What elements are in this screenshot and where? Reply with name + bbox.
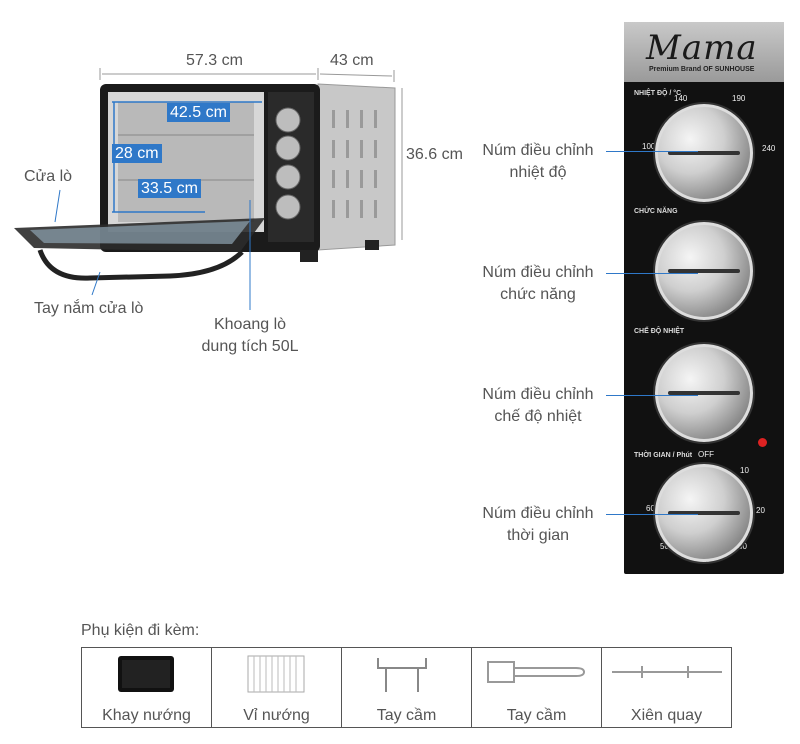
brand-logo: Mama — [646, 28, 758, 68]
accessory-label: Khay nướng — [102, 707, 191, 724]
rotisserie-handle-icon — [487, 661, 586, 683]
temperature-knob[interactable] — [655, 104, 753, 202]
timer-label: THỜI GIAN / Phút — [634, 452, 693, 459]
door-label: Cửa lò — [24, 168, 73, 185]
callout-line2: chức năng — [500, 286, 576, 303]
handle-label: Tay nắm cửa lò — [34, 300, 144, 317]
accessory-tray-handle: Tay cầm — [342, 648, 472, 727]
control-panel: Mama Premium Brand OF SUNHOUSE NHIỆT ĐỘ … — [624, 22, 784, 574]
heat-leader-line — [606, 395, 698, 396]
indicator-light — [758, 438, 767, 447]
callout-line1: Núm điều chỉnh — [482, 264, 594, 281]
skewer-icon — [612, 666, 722, 678]
cavity-label: Khoang lò dung tích 50L — [190, 314, 310, 358]
temp-mark: 240 — [762, 144, 776, 153]
timer-mark: 20 — [756, 506, 765, 515]
tray-handle-icon — [377, 658, 427, 692]
callout-line2: thời gian — [506, 527, 570, 544]
cavity-label-line2: dung tích 50L — [201, 338, 299, 355]
function-knob[interactable] — [655, 222, 753, 320]
timer-mark: OFF — [698, 450, 714, 459]
accessory-label: Tay cầm — [376, 707, 437, 724]
accessory-grill-rack: Vỉ nướng — [212, 648, 342, 727]
accessory-label: Vỉ nướng — [243, 707, 310, 724]
temp-label: NHIỆT ĐỘ / °C — [634, 90, 682, 97]
accessory-baking-tray: Khay nướng — [82, 648, 212, 727]
accessory-skewer: Xiên quay — [602, 648, 731, 727]
baking-tray-icon — [118, 656, 174, 692]
callout-line1: Núm điều chỉnh — [482, 386, 594, 403]
height-dimension: 36.6 cm — [406, 146, 463, 163]
accessory-rotisserie-handle: Tay cầm — [472, 648, 602, 727]
accessory-label: Xiên quay — [630, 707, 703, 724]
callout-line2: chế độ nhiệt — [494, 408, 582, 425]
callout-line1: Núm điều chỉnh — [482, 142, 594, 159]
accessory-label: Tay cầm — [506, 707, 567, 724]
accessories-title: Phụ kiện đi kèm: — [81, 622, 200, 639]
brand-subtitle: Premium Brand OF SUNHOUSE — [649, 66, 755, 73]
accessories-table: Khay nướng Vỉ nướng Tay cầm Tay cầm Xiên… — [81, 647, 732, 728]
callout-line2: nhiệt độ — [509, 164, 567, 181]
grill-rack-icon — [247, 655, 305, 693]
timer-mark: 50 — [660, 542, 669, 551]
function-label: CHỨC NĂNG — [634, 208, 678, 215]
function-knob-callout: Núm điều chỉnh chức năng — [468, 262, 608, 306]
temp-knob-callout: Núm điều chỉnh nhiệt độ — [468, 140, 608, 184]
timer-knob[interactable] — [655, 464, 753, 562]
temp-mark: 190 — [732, 94, 746, 103]
function-leader-line — [606, 273, 698, 274]
width-dimension: 57.3 cm — [186, 52, 243, 69]
timer-knob-callout: Núm điều chỉnh thời gian — [468, 503, 608, 547]
inner-height-badge: 28 cm — [112, 144, 162, 163]
temp-mark: 100 — [642, 142, 656, 151]
callout-line1: Núm điều chỉnh — [482, 505, 594, 522]
inner-depth-badge: 33.5 cm — [138, 179, 201, 198]
panel-header: Mama Premium Brand OF SUNHOUSE — [624, 22, 784, 82]
heat-knob-callout: Núm điều chỉnh chế độ nhiệt — [468, 384, 608, 428]
heat-mode-label: CHẾ ĐỘ NHIỆT — [634, 328, 685, 335]
timer-mark: 10 — [740, 466, 749, 475]
timer-leader-line — [606, 514, 698, 515]
timer-mark: 60 — [646, 504, 655, 513]
depth-dimension: 43 cm — [330, 52, 374, 69]
temp-mark: 140 — [674, 94, 688, 103]
cavity-label-line1: Khoang lò — [213, 316, 287, 333]
temp-leader-line — [606, 151, 698, 152]
inner-width-badge: 42.5 cm — [167, 103, 230, 122]
heat-mode-knob[interactable] — [655, 344, 753, 442]
timer-mark: 30 — [738, 542, 747, 551]
